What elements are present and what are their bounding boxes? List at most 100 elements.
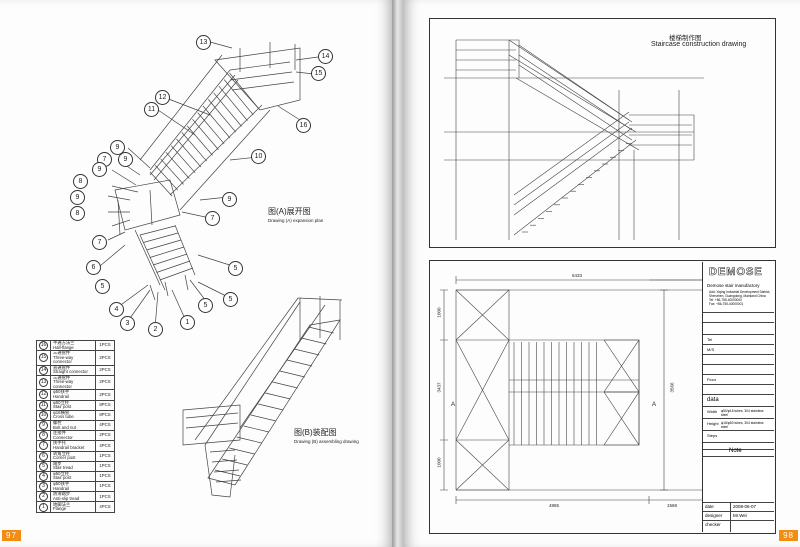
title-block-row-ms: M/S <box>707 347 715 352</box>
callout-15: 15 <box>311 66 326 81</box>
part-qty: 8PCS <box>95 409 115 421</box>
callout-4: 4 <box>109 302 124 317</box>
stair-tread-line <box>160 158 184 185</box>
part-name-en: Stair post <box>53 404 72 410</box>
stair-tread-line <box>149 171 173 197</box>
part-qty: 1PCS <box>95 491 115 503</box>
part-number: 10 <box>39 410 48 420</box>
title-block-designer-value: Mr.Wei <box>733 513 747 518</box>
stair-tread-line <box>218 85 248 121</box>
plan-dim-bottom-right: 1568 <box>667 503 678 508</box>
part-number: 3 <box>39 482 48 492</box>
part-name-cn: 扶手托 <box>53 440 66 446</box>
part-name-en: Three-way connector <box>53 354 74 365</box>
callout-12: 12 <box>155 90 170 105</box>
callout-10: 10 <box>251 149 266 164</box>
part-name-en: Stair post <box>53 475 72 481</box>
part-name-cn: 半通方法兰 <box>53 340 75 346</box>
part-name-en: Three-way connector <box>53 379 74 389</box>
stair-tread-line <box>243 425 269 433</box>
callout-5d: 5 <box>223 292 238 307</box>
callout-11: 11 <box>144 102 159 117</box>
part-name-cn: φ50扶手 <box>53 389 70 395</box>
part-name-en: Anti-slip tread <box>53 495 80 501</box>
stair-tread-line <box>143 232 179 243</box>
part-name-en: Flange <box>53 506 67 512</box>
stair-tread-line <box>229 72 260 110</box>
callout-9a: 9 <box>110 140 125 155</box>
elevation-frame <box>429 18 776 248</box>
part-name-en: Handrail <box>53 393 70 399</box>
title-block-data-label: data <box>707 397 719 403</box>
stair-tread-line <box>301 337 327 345</box>
title-block-checker-label: checker <box>705 522 721 527</box>
company-logo: DEMOSE <box>709 266 763 279</box>
part-qty: 1PCS <box>95 460 115 472</box>
part-name-cn: 直通管件 <box>53 364 71 370</box>
part-number: 14 <box>39 365 48 375</box>
callout-3: 3 <box>120 316 135 331</box>
part-name-cn: φ16横管 <box>53 409 70 415</box>
part-number: 1 <box>39 502 48 512</box>
figure-b-title-en: Drawing (B) assembling drawing <box>294 439 359 444</box>
stair-tread-line <box>213 92 242 127</box>
stair-tread-line <box>279 370 305 378</box>
part-qty: 1PCS <box>95 470 115 483</box>
stair-tread-line <box>236 436 262 444</box>
callout-8b: 8 <box>70 206 85 221</box>
stair-tread-line <box>208 99 237 133</box>
stair-tread-line <box>223 79 254 116</box>
stair-tread-line <box>197 112 225 145</box>
part-number: 15 <box>39 353 48 363</box>
part-number: 5 <box>39 461 48 471</box>
stair-tread-line <box>222 458 248 466</box>
title-block-note-label: Note <box>729 448 742 454</box>
part-name-cn: φ50立柱 <box>53 470 70 476</box>
plan-dim-right: 3566 <box>669 382 675 393</box>
title-block-row-width: Width <box>707 409 718 414</box>
part-qty: 2PCS <box>95 430 115 442</box>
figure-a-title-en: Drawing (A) expansion plan <box>268 218 324 223</box>
plan-dim-left-1: 1000 <box>436 307 442 318</box>
part-qty: 1PCS <box>95 450 115 462</box>
stair-tread-line <box>181 132 208 162</box>
part-name-en: Handrail <box>53 485 70 491</box>
stair-tread-line <box>202 105 231 139</box>
part-name-cn: 防滑踏步 <box>53 491 71 497</box>
part-name-en: Connector <box>53 434 73 440</box>
part-name-en: Cross tube <box>53 414 74 420</box>
plan-dim-left-3: 1000 <box>436 457 442 468</box>
part-number: 13 <box>39 378 48 388</box>
stair-tread-line <box>176 138 202 168</box>
stair-tread-line <box>308 326 334 334</box>
part-number: 4 <box>39 471 48 481</box>
part-qty: 2PCS <box>95 350 115 366</box>
figure-a-title-cn: 图(A)展开图 <box>268 207 311 216</box>
part-number: 6 <box>39 451 48 461</box>
part-name-cn: 连接件 <box>53 430 66 436</box>
part-qty: 4PCS <box>95 419 115 432</box>
callout-5a: 5 <box>95 279 110 294</box>
part-qty: 1PCS <box>95 339 115 352</box>
stair-tread-line <box>186 125 213 156</box>
callout-9c: 9 <box>92 162 107 177</box>
callout-5c: 5 <box>198 298 213 313</box>
part-qty: 2PCS <box>95 389 115 401</box>
part-name-cn: φ50立柱 <box>53 399 70 405</box>
part-number: 8 <box>39 431 48 441</box>
title-block: DEMOSE Demose stair manufactory Add: Xiq… <box>702 262 774 532</box>
callout-8a: 8 <box>73 174 88 189</box>
stair-tread-line <box>159 267 194 281</box>
elevation-title-cn: 楼梯制作图 <box>669 35 702 42</box>
part-qty: 4PCS <box>95 440 115 452</box>
section-mark-right: A <box>652 402 657 408</box>
